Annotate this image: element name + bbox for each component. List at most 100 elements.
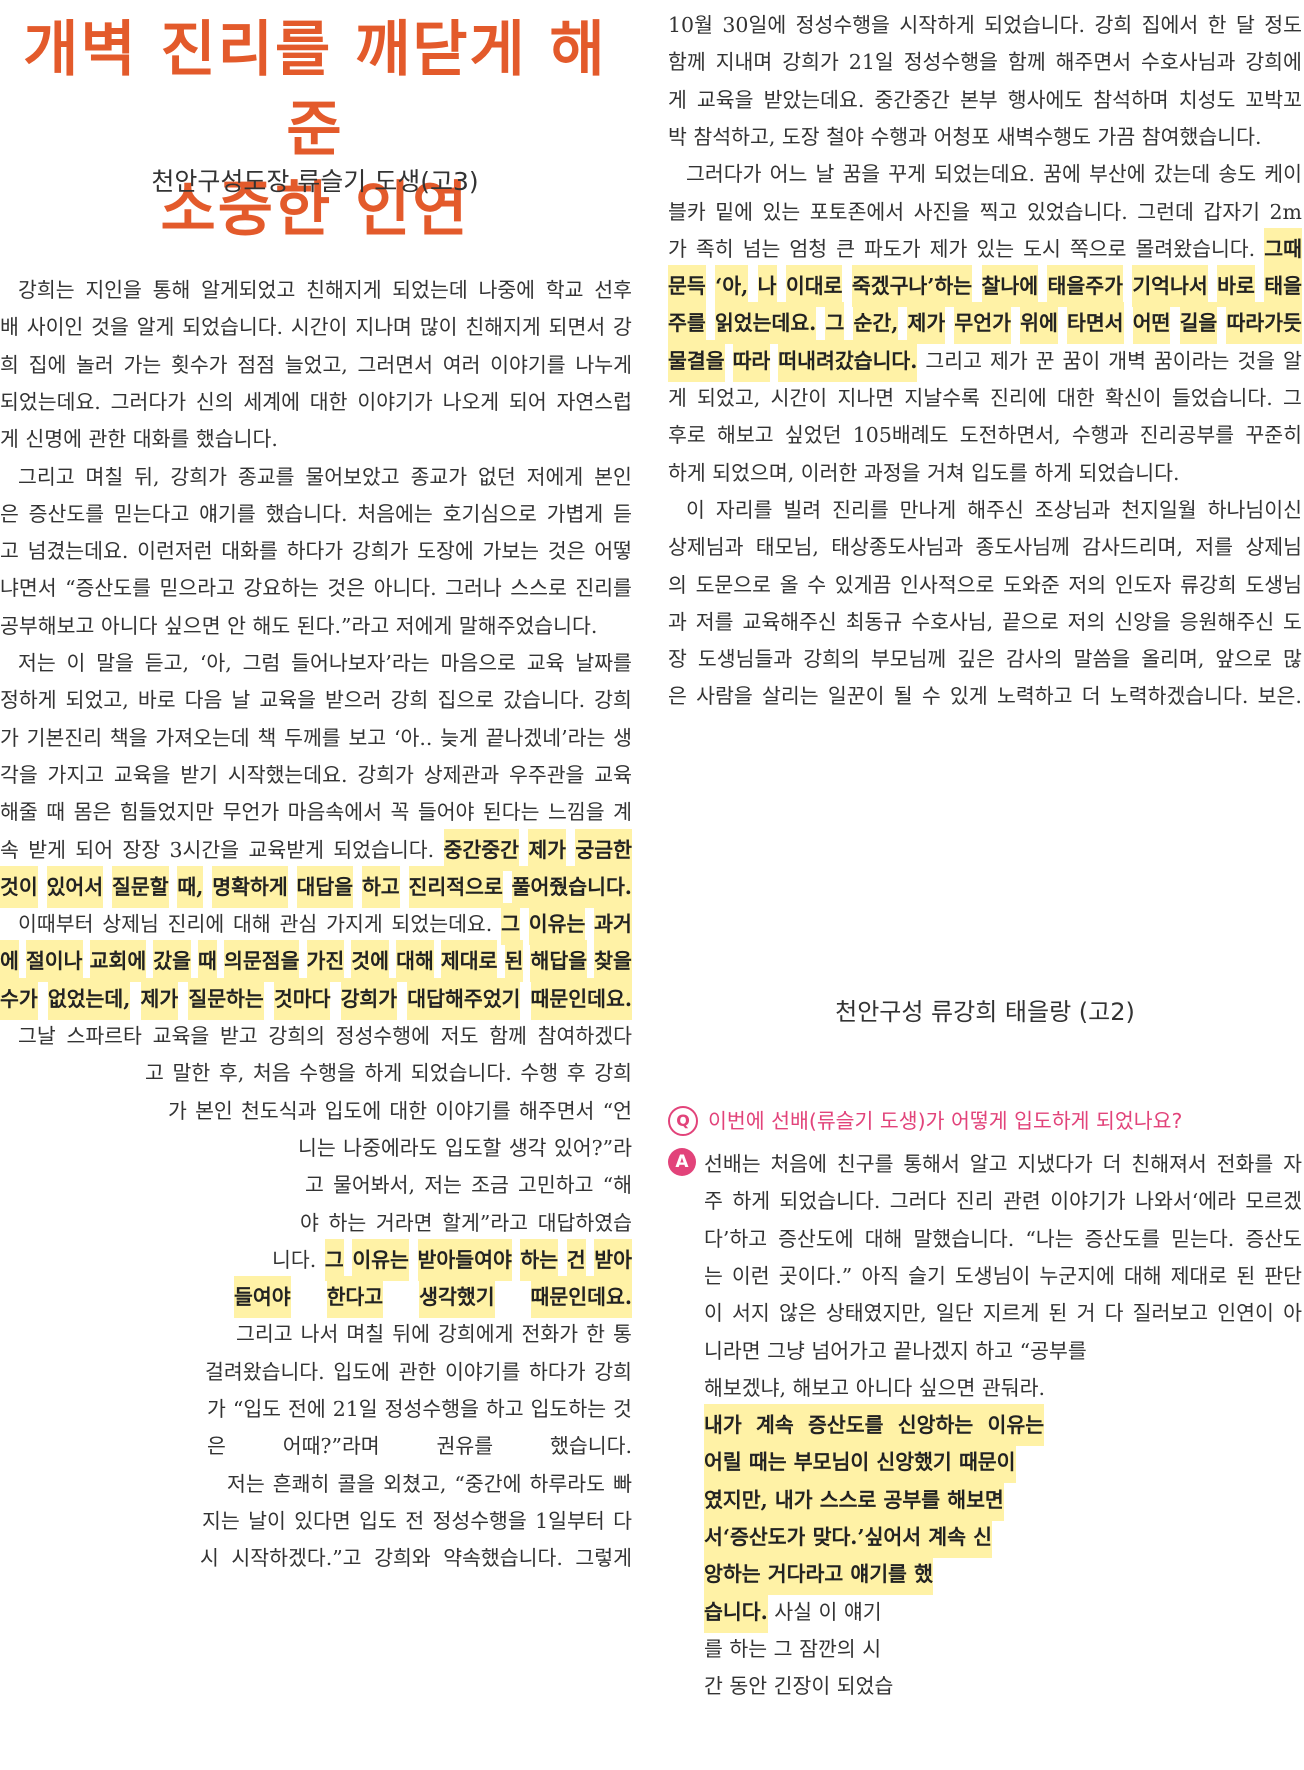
word: 이런 bbox=[731, 1263, 770, 1288]
word: 되었는데 bbox=[392, 278, 468, 302]
word: 어때?”라며 bbox=[282, 1434, 380, 1459]
highlighted-word: 때문인데요. bbox=[530, 1276, 632, 1319]
highlighted-word: 그 bbox=[501, 903, 520, 946]
word: 은 bbox=[668, 684, 687, 709]
word: 신명에 bbox=[25, 427, 82, 452]
word: 깊은 bbox=[957, 647, 996, 672]
word: 이야기를 bbox=[435, 1098, 511, 1123]
word: 한 bbox=[586, 1322, 605, 1347]
word: 대한 bbox=[309, 389, 348, 414]
word: 인사적으로 bbox=[900, 572, 995, 597]
word: 아니다 bbox=[855, 1375, 913, 1400]
word: 꼭 bbox=[390, 800, 410, 825]
word: 상태였지만, bbox=[825, 1301, 927, 1326]
highlighted-word: 제가 bbox=[528, 828, 567, 871]
text-line: 니라면 그냥 넘어가고 끝나겠지 하고 “공부를 bbox=[704, 1330, 1302, 1372]
word: 지냈다가 bbox=[1017, 1152, 1093, 1176]
word: “나는 bbox=[1025, 1226, 1074, 1251]
word: 해주신 bbox=[967, 497, 1024, 522]
highlighted-word: 얘기를 bbox=[850, 1553, 907, 1596]
word: 대한 bbox=[1057, 386, 1095, 410]
word: 나서 bbox=[300, 1322, 339, 1347]
word: 꾸준히 bbox=[1245, 423, 1302, 448]
word: “언 bbox=[602, 1098, 632, 1123]
word: 아니다 bbox=[100, 613, 158, 638]
word: 입도 bbox=[359, 1508, 397, 1533]
word: 그냥 bbox=[767, 1338, 805, 1363]
word: 가보는 bbox=[482, 539, 540, 564]
word: 된 bbox=[1236, 1263, 1256, 1288]
highlighted-word: 생각했기 bbox=[419, 1276, 495, 1319]
highlighted-word: 해답을 bbox=[530, 940, 588, 983]
word: 지날수록 bbox=[904, 386, 980, 410]
highlighted-word: 신 bbox=[973, 1516, 993, 1558]
word: 있어?”라 bbox=[553, 1135, 632, 1160]
word: 스스로 bbox=[510, 576, 567, 601]
word: 노력하겠습니다. bbox=[1109, 684, 1249, 709]
word: 빠 bbox=[613, 1471, 632, 1496]
highlighted-word: 있어서 bbox=[46, 865, 104, 908]
word: 알 bbox=[1283, 348, 1302, 373]
word: 해주면서 bbox=[1055, 50, 1132, 75]
word: 살리는 bbox=[762, 684, 819, 709]
word: 제가 bbox=[929, 236, 968, 261]
word: 니는 bbox=[298, 1135, 336, 1160]
highlighted-word: 찾을 bbox=[594, 940, 632, 983]
word: 앞으로 bbox=[1215, 647, 1272, 672]
word: 하다가 bbox=[286, 539, 344, 564]
word: 될 bbox=[893, 684, 913, 709]
text-line: 습니다. 사실 이 얘기 bbox=[704, 1590, 1302, 1633]
word: 후, bbox=[218, 1061, 245, 1086]
word: 교육을 bbox=[696, 87, 754, 112]
word: 수호사님, bbox=[911, 609, 994, 634]
word: 강 bbox=[613, 315, 632, 340]
word: 듣고, bbox=[144, 651, 190, 675]
highlighted-word: 강희가 bbox=[340, 977, 398, 1020]
word: 종교가 bbox=[410, 464, 468, 489]
word: 강희 bbox=[1094, 13, 1133, 37]
highlighted-word: 길을 bbox=[1179, 302, 1218, 345]
word: 사진을 bbox=[913, 199, 971, 224]
word: 저의 bbox=[1067, 609, 1106, 634]
word: 지나며 bbox=[355, 315, 412, 340]
highlighted-word: 궁금한 bbox=[575, 828, 632, 871]
word: 정도 bbox=[1264, 13, 1302, 37]
word: 시작하겠다.”고 bbox=[231, 1546, 362, 1571]
word: 하고 bbox=[485, 1397, 524, 1421]
word: 전 bbox=[405, 1508, 425, 1533]
word: 류강희 bbox=[1180, 572, 1237, 597]
highlighted-word bbox=[741, 1404, 757, 1447]
word: 고 bbox=[305, 1173, 324, 1198]
word: 부모님께 bbox=[870, 647, 947, 672]
word: 하나님이신 bbox=[1207, 497, 1302, 522]
highlighted-word: 한다고 bbox=[326, 1276, 384, 1319]
word: 정성수행을 bbox=[384, 1397, 479, 1421]
highlighted-word: 대답해주었기 bbox=[407, 977, 521, 1020]
word: 밑에 bbox=[715, 199, 753, 224]
word: 나중에라도 bbox=[343, 1135, 438, 1160]
highlighted-word: 하는 bbox=[520, 1238, 559, 1281]
highlighted-word: 공부를 bbox=[883, 1478, 941, 1521]
word: 했습니다. bbox=[265, 501, 348, 526]
highlighted-word: 내가 bbox=[774, 1478, 813, 1521]
highlighted-word: 어떤 bbox=[1132, 302, 1171, 345]
word: 마음속에서 bbox=[287, 800, 382, 825]
word: 그러다가 bbox=[110, 389, 187, 414]
word: 천도식과 bbox=[240, 1098, 317, 1123]
word: 하다가 bbox=[529, 1359, 586, 1384]
word: 했습니다. bbox=[550, 1434, 632, 1459]
word: 신앙을 bbox=[1114, 609, 1171, 634]
word: 해보겠냐, bbox=[704, 1375, 786, 1400]
word: 되었고, bbox=[65, 688, 129, 713]
highlighted-word: 따라가듯 bbox=[1226, 302, 1302, 345]
highlighted-word: 절이나 bbox=[25, 940, 83, 983]
word: 지인을 bbox=[85, 278, 142, 302]
